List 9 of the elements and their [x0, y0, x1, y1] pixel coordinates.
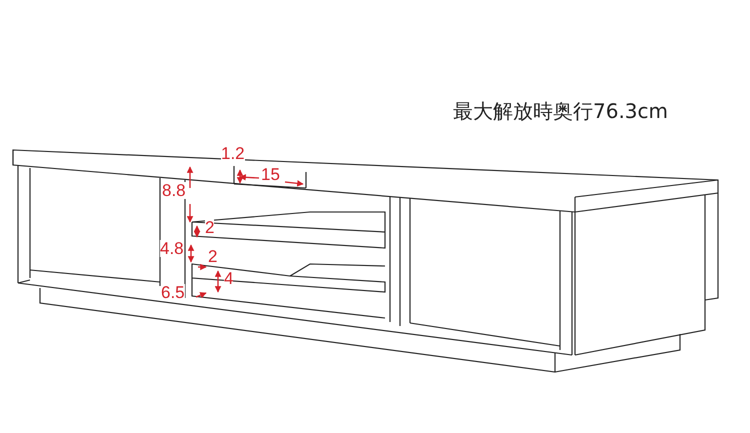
depth-note: 最大解放時奥行76.3cm: [453, 101, 668, 121]
dimension-label: 4: [224, 270, 234, 287]
dimension-label: 15: [261, 166, 280, 183]
dimension-label: 6.5: [161, 284, 185, 301]
dimension-label: 1.2: [221, 145, 245, 162]
dimension-label: 2: [208, 248, 218, 265]
dimension-label: 8.8: [162, 182, 186, 199]
dimension-label: 2: [205, 219, 214, 236]
dimension-label: 4.8: [160, 240, 184, 257]
